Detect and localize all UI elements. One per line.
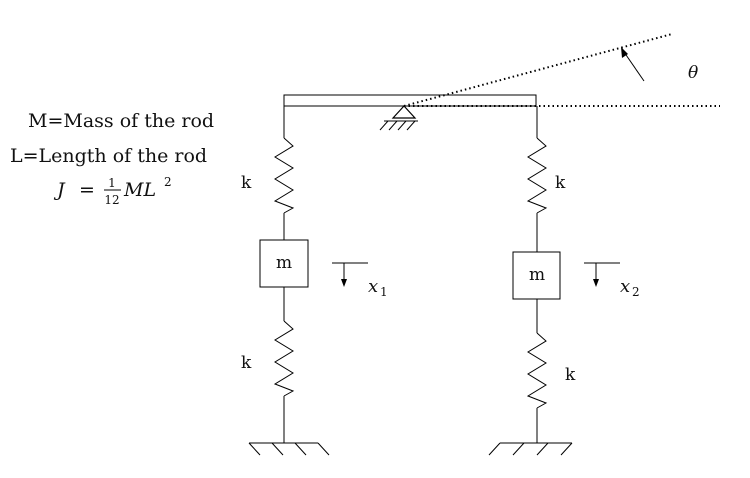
left-column: m k k x 1	[241, 106, 388, 456]
left-mass-box	[259, 239, 309, 288]
rotated-reference-line	[403, 33, 673, 107]
right-mass-box	[512, 251, 561, 300]
left-displacement-arrow	[332, 262, 368, 287]
left-top-spring-label: k	[241, 173, 252, 193]
mass-length-term: ML	[123, 179, 156, 201]
inertia-symbol: J	[53, 179, 66, 201]
right-bottom-spring	[526, 332, 548, 409]
left-bottom-spring-label: k	[241, 353, 252, 373]
left-top-spring	[273, 137, 295, 214]
fraction-denominator: 12	[104, 193, 119, 207]
right-top-spring-label: k	[555, 173, 566, 193]
length-definition: L=Length of the rod	[10, 145, 207, 167]
x1-subscript: 1	[380, 285, 388, 299]
x2-subscript: 2	[632, 285, 640, 299]
right-bottom-spring-label: k	[565, 365, 576, 385]
right-displacement-arrow	[584, 262, 620, 287]
left-ground	[248, 442, 330, 456]
exponent: 2	[164, 175, 172, 189]
right-mass-label: m	[529, 265, 545, 285]
right-ground	[488, 442, 573, 456]
pivot-support	[379, 105, 418, 131]
x1-symbol: x	[368, 276, 378, 297]
right-top-spring	[526, 137, 548, 214]
right-column: m k k x 2	[488, 106, 640, 456]
angle-label: θ	[688, 63, 698, 83]
left-bottom-spring	[273, 320, 295, 397]
angle-arrow	[621, 47, 645, 82]
inertia-formula: J = 1 12 ML 2	[53, 175, 172, 207]
x2-symbol: x	[620, 276, 630, 297]
rigid-rod	[283, 94, 537, 107]
fraction-numerator: 1	[108, 176, 116, 190]
mass-definition: M=Mass of the rod	[28, 110, 214, 132]
equals-sign: =	[79, 179, 95, 201]
left-mass-label: m	[276, 253, 292, 273]
